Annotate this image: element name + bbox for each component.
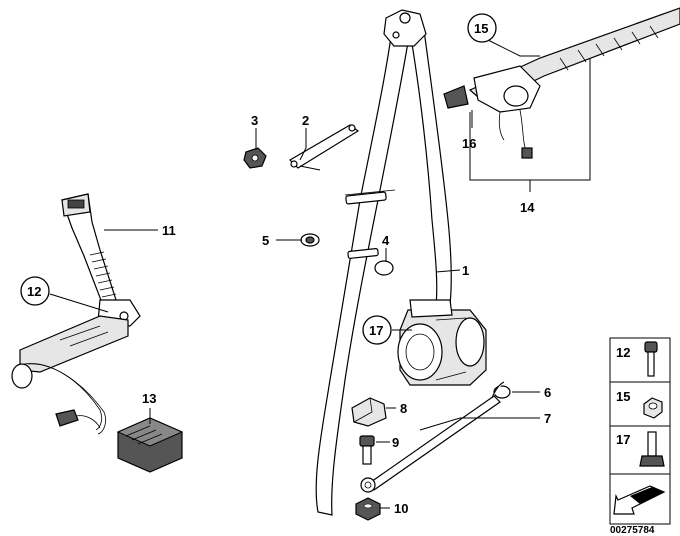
callout-11: 11	[162, 223, 176, 238]
callout-3: 3	[251, 113, 258, 128]
fastener-legend: 12 15 17	[609, 337, 671, 525]
callout-1: 1	[462, 263, 469, 278]
buckle-base-part-12	[11, 315, 129, 435]
callout-6: 6	[544, 385, 551, 400]
callout-15-circle	[467, 13, 497, 43]
diagram-number: 00275784	[610, 525, 655, 536]
legend-bolt-12-icon	[644, 341, 658, 377]
callout-8: 8	[400, 401, 407, 416]
leader-lines	[49, 39, 540, 509]
callout-12-circle	[20, 276, 50, 306]
belt-guide-loops	[345, 191, 387, 259]
callout-14: 14	[520, 200, 535, 215]
callout-17-circle	[362, 315, 392, 345]
cap-part-4	[374, 260, 394, 276]
legend-arrow-icon	[613, 485, 666, 515]
belt-upper-guide	[383, 9, 427, 47]
cable-part-7	[360, 381, 505, 493]
connector-small	[55, 409, 101, 429]
callout-7: 7	[544, 411, 551, 426]
bracket-part-2	[289, 124, 360, 171]
legend-bolt-17-icon	[639, 431, 665, 467]
legend-nut-15-icon	[643, 397, 663, 419]
belt-retractor	[397, 299, 487, 386]
legend-label-12: 12	[616, 345, 630, 360]
nut-part-10	[355, 497, 381, 521]
belt-tensioner-assembly	[443, 7, 680, 159]
legend-label-15: 15	[616, 389, 630, 404]
washer-part-5	[300, 233, 320, 247]
callout-15: 15	[474, 21, 488, 36]
callout-17: 17	[369, 323, 383, 338]
callout-12: 12	[27, 284, 41, 299]
legend-label-17: 17	[616, 432, 630, 447]
callout-labels: 1 2 3 4 5 6 7 8 9 10 11 12 13 14 15 16 1…	[20, 13, 551, 516]
callout-4: 4	[382, 233, 390, 248]
buckle-assembly-part-11	[61, 193, 141, 327]
callout-13: 13	[142, 391, 156, 406]
callout-16: 16	[462, 136, 476, 151]
cover-part-8	[351, 397, 387, 427]
bolt-part-9	[359, 435, 375, 465]
callout-2: 2	[302, 113, 309, 128]
connector-block-part-13	[116, 417, 184, 473]
nut-part-3	[243, 147, 267, 169]
callout-9: 9	[392, 435, 399, 450]
callout-5: 5	[262, 233, 269, 248]
callout-10: 10	[394, 501, 408, 516]
